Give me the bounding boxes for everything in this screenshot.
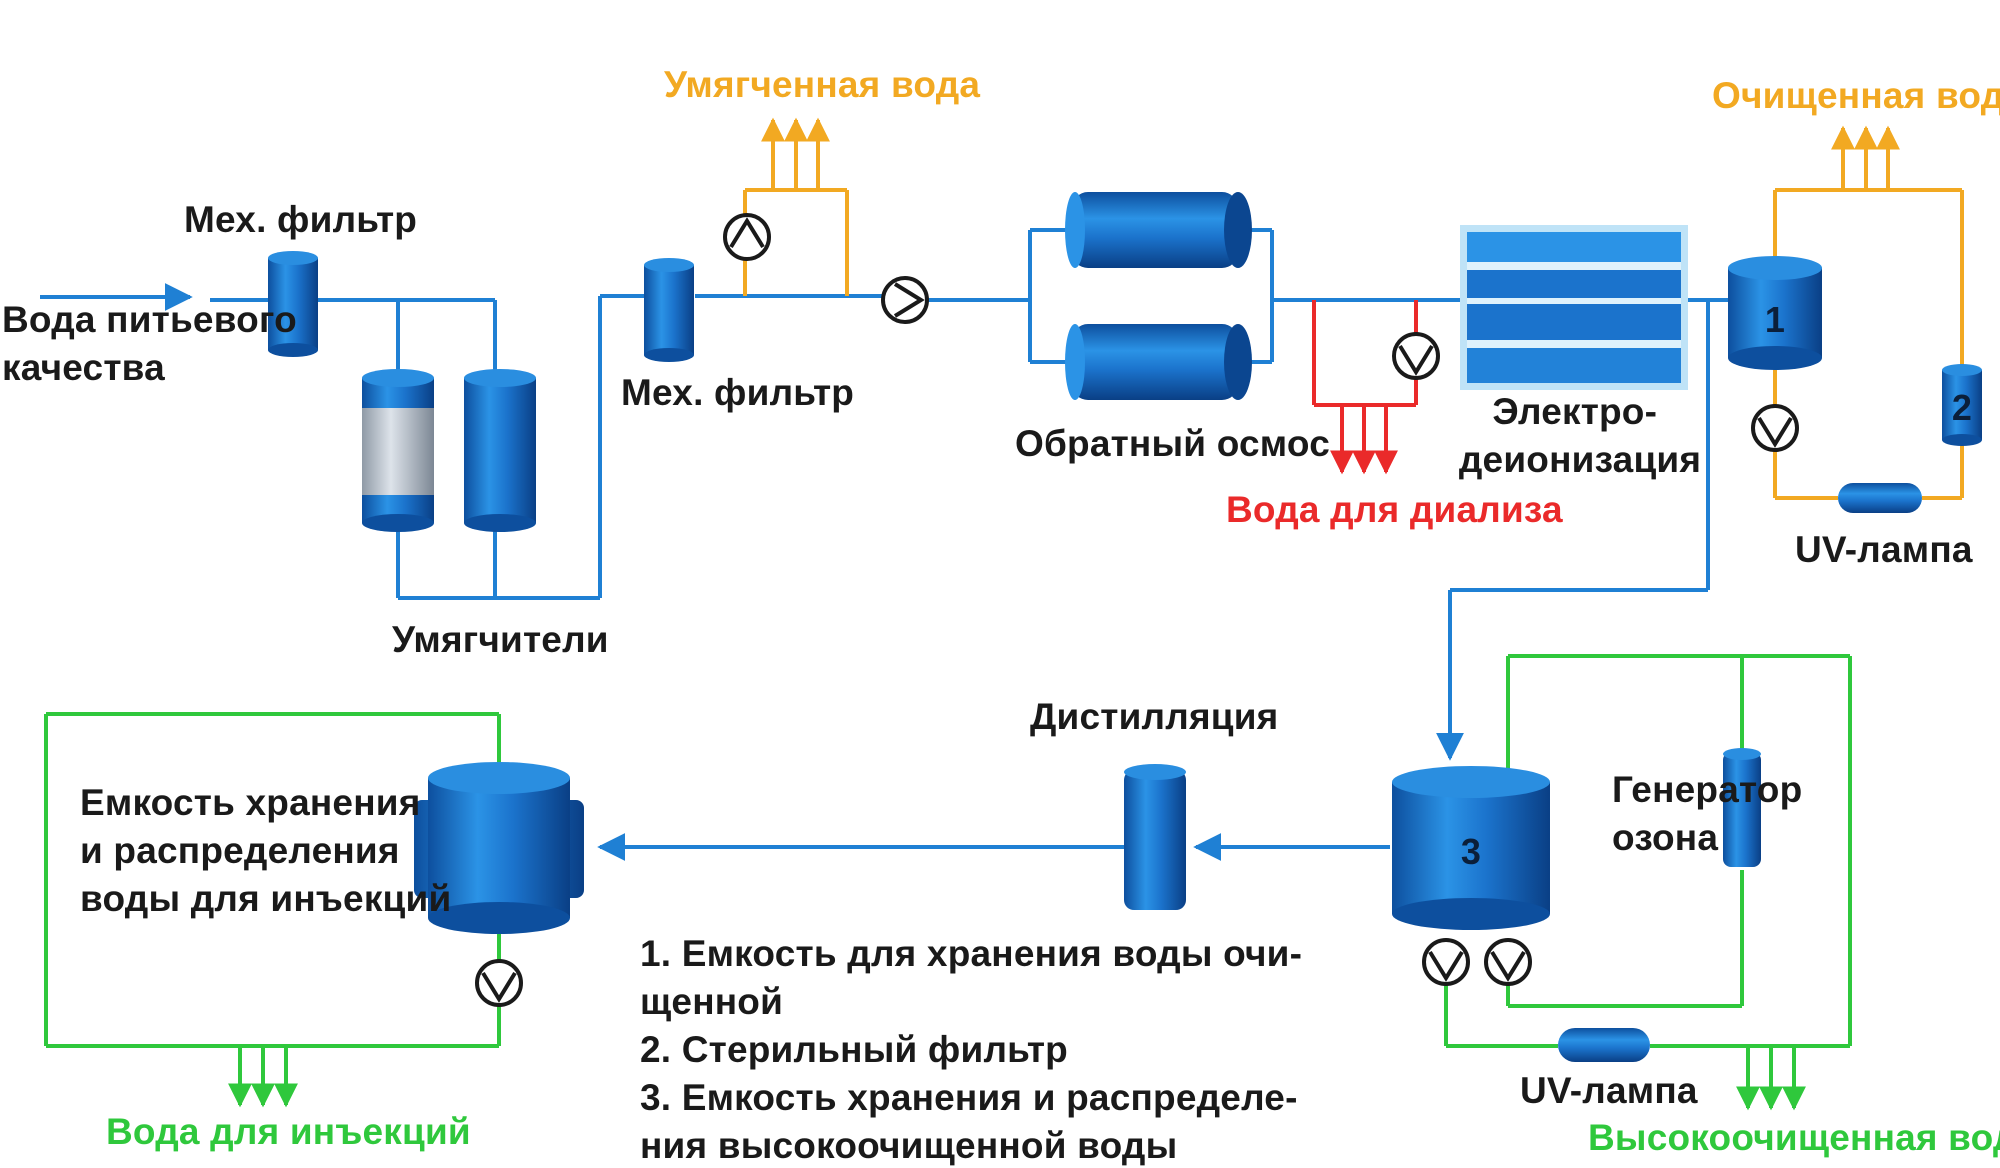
softener-gray	[362, 369, 434, 532]
tank-1-number: 1	[1765, 299, 1785, 340]
edi-module	[1460, 225, 1688, 390]
label-mech-filter-2: Мех. фильтр	[621, 372, 854, 413]
pump-main-icon	[881, 276, 929, 324]
purified-water-pipes	[1773, 125, 1964, 500]
pump-tank3-right-icon	[1484, 938, 1532, 986]
legend-item-2: 2. Стерильный фильтр	[640, 1029, 1068, 1070]
highly-purified-pipes	[1444, 654, 1852, 1111]
legend-item-3: 3. Емкость хранения и распределе- ния вы…	[640, 1077, 1308, 1166]
ro-membrane-top	[1065, 192, 1252, 268]
label-highly-purified-water: Высокоочищенная вода	[1588, 1117, 2000, 1158]
label-ozone-generator: Генератор озона	[1612, 769, 1813, 858]
pump-tank3-left-icon	[1422, 938, 1470, 986]
uv-lamp-1	[1838, 483, 1922, 513]
ozone-generator	[1723, 748, 1761, 867]
label-dialysis-water: Вода для диализа	[1226, 489, 1563, 530]
tank-3-number: 3	[1461, 831, 1481, 872]
injection-storage-tank	[414, 762, 584, 934]
softened-water-pipes	[743, 117, 849, 296]
label-mech-filter-1: Мех. фильтр	[184, 199, 417, 240]
label-softeners: Умягчители	[392, 619, 609, 660]
label-uv-lamp-2: UV-лампа	[1520, 1070, 1698, 1111]
legend: 1. Емкость для хранения воды очи- щенной…	[640, 933, 1313, 1166]
label-drinking-water: Вода питьевого качества	[2, 299, 307, 388]
pump-tank1-icon	[1751, 404, 1799, 452]
dialysis-pipes	[1312, 300, 1418, 475]
label-purified-water: Очищенная вода	[1712, 75, 2000, 116]
pump-dialysis-icon	[1392, 332, 1440, 380]
mech-filter-1	[268, 251, 318, 357]
label-injection-water: Вода для инъекций	[106, 1111, 471, 1152]
label-softened-water: Умягченная вода	[664, 64, 980, 105]
ro-membrane-bottom	[1065, 324, 1252, 400]
tank-3: 3	[1392, 766, 1550, 930]
injection-water-pipes	[44, 712, 501, 1108]
uv-lamp-2	[1558, 1028, 1650, 1062]
label-uv-lamp-1: UV-лампа	[1795, 529, 1973, 570]
pump-injection-icon	[475, 959, 523, 1007]
label-distillation: Дистилляция	[1030, 696, 1278, 737]
label-reverse-osmosis: Обратный осмос	[1015, 423, 1330, 464]
filter-2-number: 2	[1952, 387, 1972, 428]
tank-1: 1	[1728, 256, 1822, 370]
distillation-column	[1124, 764, 1186, 910]
mech-filter-2	[644, 258, 694, 362]
legend-item-1: 1. Емкость для хранения воды очи- щенной	[640, 933, 1313, 1022]
sterile-filter-2: 2	[1942, 364, 1982, 446]
softener-blue	[464, 369, 536, 532]
label-storage-injection: Емкость хранения и распределения воды дл…	[80, 782, 451, 919]
pump-softened-icon	[723, 213, 771, 261]
label-electrodeionization: Электро- деионизация	[1459, 391, 1701, 480]
